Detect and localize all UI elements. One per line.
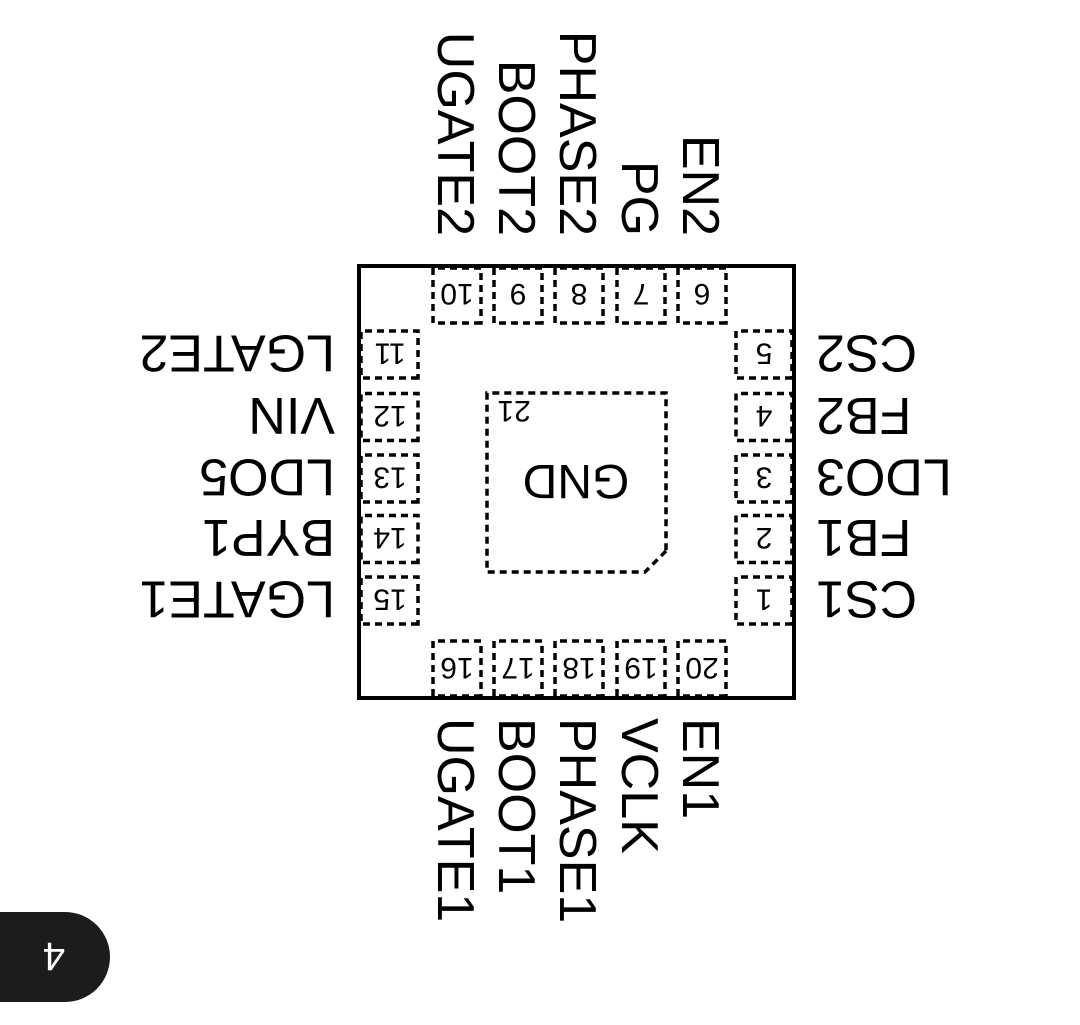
pin-pad (431, 266, 483, 325)
pin-number: 3 (756, 461, 773, 494)
pin-number: 14 (373, 521, 406, 554)
pin-number: 15 (373, 583, 406, 616)
pin-pad (676, 266, 728, 325)
page-badge: 4 (0, 912, 110, 1002)
pin-label: LGATE1 (139, 570, 335, 628)
pin-pad (676, 639, 728, 698)
pin-number: 10 (440, 277, 473, 310)
pin-pad (615, 639, 667, 698)
pin-pad (734, 391, 794, 443)
pin-number: 4 (756, 399, 773, 432)
pin-number: 16 (440, 651, 473, 684)
package-body-outline (357, 264, 796, 700)
pin-label: PG (610, 161, 668, 236)
pin-pad (431, 639, 483, 698)
exposed-pad: GND 21 (485, 391, 668, 574)
pin-pad (359, 513, 420, 565)
pin-number: 9 (510, 277, 527, 310)
pin-number: 18 (562, 651, 595, 684)
pin-label: UGATE1 (426, 718, 484, 922)
pin-label: BOOT2 (487, 60, 545, 236)
pin-number: 17 (501, 651, 534, 684)
pin-pad (553, 639, 605, 698)
pins-group: 1 CS1 2 FB1 3 LDO3 4 FB2 5 CS2 11 LGATE2 12 VIN 13 LDO5… (139, 31, 951, 923)
pin-pad (734, 329, 794, 380)
pin-number: 5 (756, 337, 773, 370)
pin-label: PHASE1 (548, 718, 606, 923)
pin-pad (492, 266, 544, 325)
pin-number: 19 (624, 651, 657, 684)
pin-number: 7 (633, 277, 650, 310)
pin-pad (492, 639, 544, 698)
pin-pad (359, 453, 420, 504)
pin-pad (359, 329, 420, 380)
pin-label: VIN (248, 386, 335, 444)
pin-label: EN2 (671, 135, 729, 236)
pin-label: BOOT1 (487, 718, 545, 894)
pin-pad (553, 266, 605, 325)
pin-number: 2 (756, 521, 773, 554)
pin-label: CS2 (816, 324, 917, 382)
pin-pad (359, 391, 420, 443)
pin-number: 11 (374, 337, 405, 370)
exposed-pad-number: 21 (497, 394, 530, 427)
pin-pad (734, 453, 794, 504)
pin-label: BYP1 (202, 508, 335, 566)
exposed-pad-name: GND (523, 454, 630, 507)
pin-pad (734, 513, 794, 565)
pin-number: 6 (694, 277, 711, 310)
pin-label: LGATE2 (139, 324, 335, 382)
pin-label: PHASE2 (548, 31, 606, 236)
pin-label: LDO3 (816, 448, 952, 506)
pin-label: FB2 (816, 386, 911, 444)
pin-number: 8 (571, 277, 588, 310)
pin-number: 12 (373, 399, 406, 432)
pin-pad (615, 266, 667, 325)
pin-label: FB1 (816, 508, 911, 566)
page-badge-number: 4 (43, 934, 65, 978)
pin-number: 20 (685, 651, 718, 684)
pin-number: 1 (756, 583, 773, 616)
pin-number: 13 (373, 461, 406, 494)
rotated-diagram-group: 4 GND 21 1 CS1 2 FB1 3 LDO3 4 FB2 5 CS2 11 LGATE2 12… (0, 31, 952, 1002)
pin-label: CS1 (816, 570, 917, 628)
pin-label: EN1 (671, 718, 729, 819)
pin-label: UGATE2 (426, 32, 484, 236)
pin-pad (734, 575, 794, 626)
pin-pad (359, 575, 420, 626)
page-badge-shape (0, 912, 110, 1002)
exposed-pad-outline (485, 391, 668, 574)
pin-label: VCLK (610, 718, 668, 854)
pin-label: LDO5 (199, 448, 335, 506)
